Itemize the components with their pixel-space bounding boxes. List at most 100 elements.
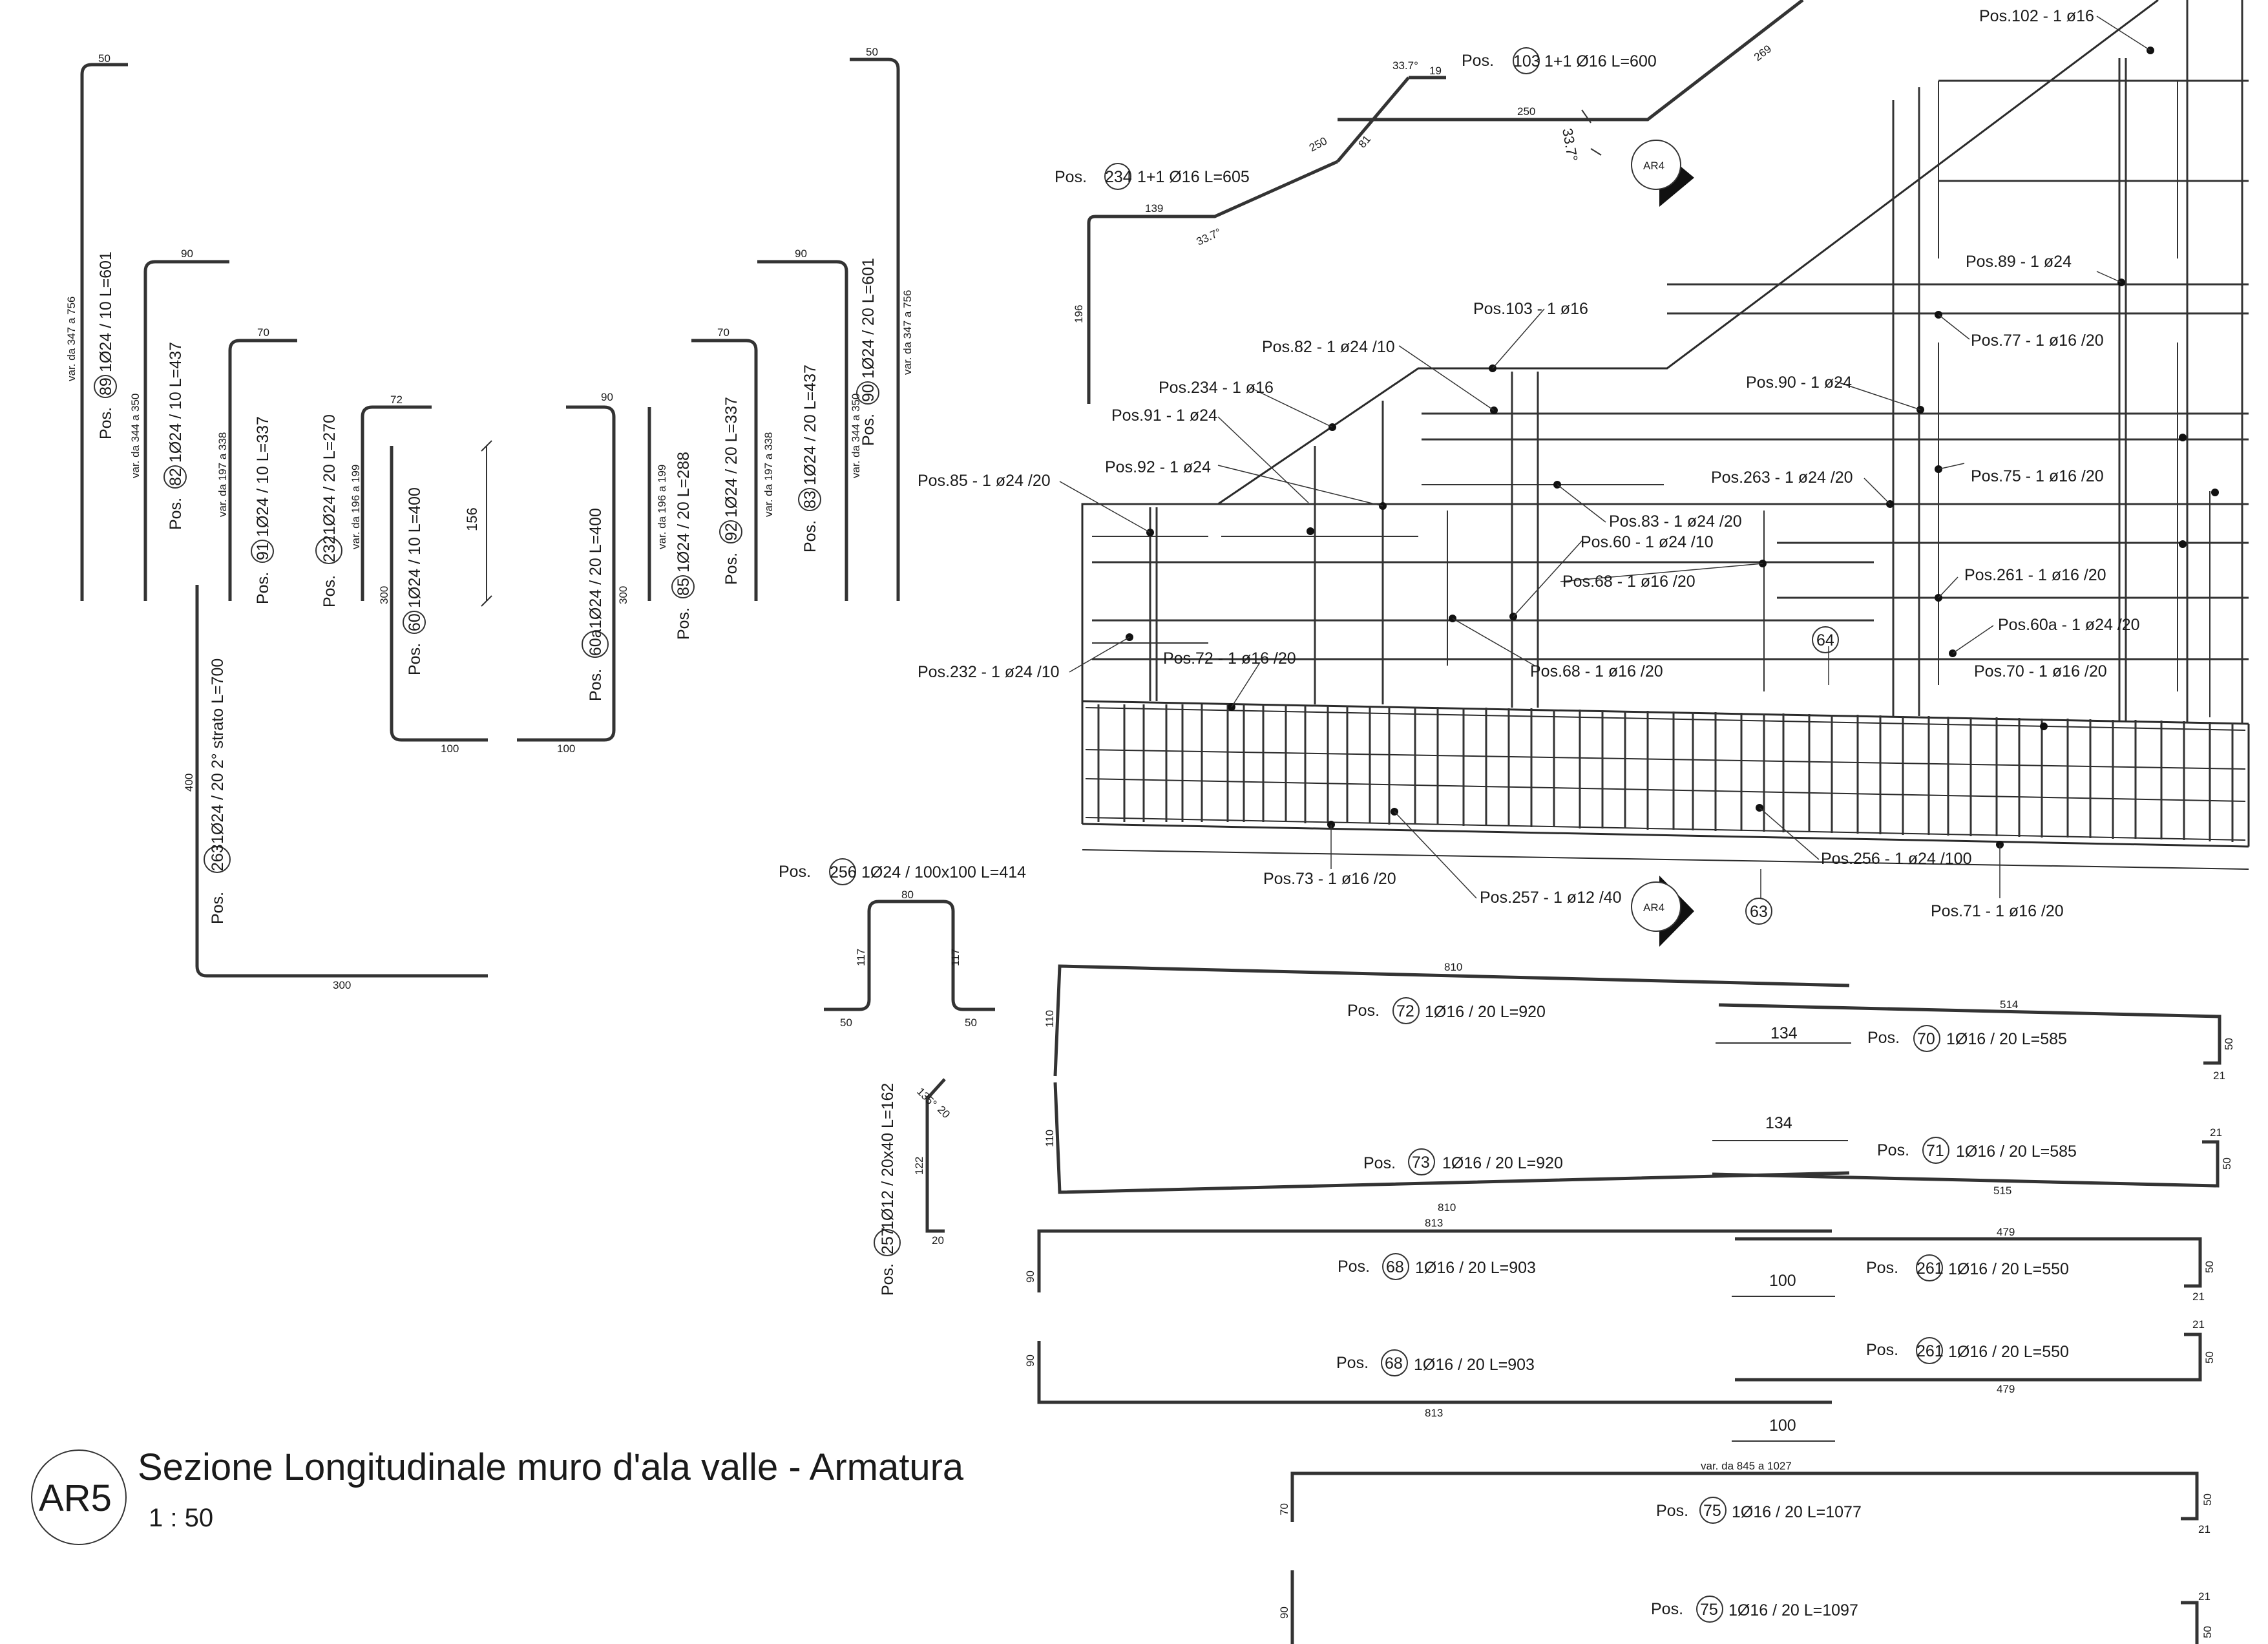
bar-91-var: var. da 197 a 338 — [216, 432, 229, 517]
bar-89-top: 50 — [98, 52, 110, 65]
bar-82-pos: Pos. — [167, 498, 185, 530]
bar-60-shape — [390, 446, 488, 742]
bar-70-pos: Pos. — [1867, 1029, 1900, 1047]
bar-82-top: 90 — [181, 248, 193, 260]
bar-72-num: 72 — [1396, 1002, 1414, 1020]
bar-60-pos: Pos. — [406, 643, 424, 675]
bar-91-desc: 1Ø24 / 10 L=337 — [254, 416, 272, 537]
bar-234-seg-b: 250 — [1307, 134, 1329, 154]
bar-60a-desc: 1Ø24 / 20 L=400 — [587, 508, 605, 629]
bar-234-num: 234 — [1105, 168, 1132, 186]
bar-261b-circle — [1916, 1337, 1943, 1364]
bar-103-desc: 1+1 Ø16 L=600 — [1544, 52, 1657, 70]
bar-91-label: Pos. 91 1Ø24 / 10 L=337 — [251, 416, 274, 604]
bar-75a-var: var. da 845 a 1027 — [1701, 1460, 1792, 1472]
page-title: Sezione Longitudinale muro d'ala valle -… — [138, 1446, 964, 1488]
bar-263-label: Pos. 263 1Ø24 / 20 2° strato L=700 — [204, 659, 231, 924]
bar-103-seg2: 269 — [1752, 43, 1774, 63]
circle-64 — [1812, 626, 1839, 653]
top-bars: 33.7° 19 Pos. 103 1+1 Ø16 L=600 81 250 2… — [1055, 0, 1804, 404]
wall-base-line — [1082, 700, 2249, 725]
sec-label-60: Pos.60 - 1 ø24 /10 — [1580, 533, 1714, 551]
bar-71-hook: 50 — [2221, 1157, 2233, 1170]
bar-70-lap: 134 — [1770, 1024, 1798, 1042]
sec-label-72: Pos.72 - 1 ø16 /20 — [1163, 649, 1296, 668]
bar-92-circle — [719, 520, 742, 543]
angle-tick-1 — [1581, 109, 1591, 123]
bar-89-pos: Pos. — [97, 407, 115, 439]
footing-bar-bottom — [1085, 817, 2246, 841]
bar-75b-pos: Pos. — [1651, 1600, 1683, 1618]
bar-60a-shape — [517, 405, 616, 742]
bar-261b-hook: 50 — [2203, 1351, 2216, 1364]
sec-label-68a: Pos.68 - 1 ø16 /20 — [1562, 573, 1696, 591]
bar-85-desc: 1Ø24 / 20 L=288 — [675, 452, 693, 573]
bar-71-desc: 1Ø16 / 20 L=585 — [1956, 1143, 2077, 1161]
horizontal-bar-shapes: 810 110 Pos. 72 1Ø16 / 20 L=920 514 50 2… — [1024, 961, 2235, 1644]
bar-261a-tail: 21 — [2192, 1291, 2205, 1303]
bar-85-circle — [671, 575, 695, 598]
bar-91-num: 91 — [254, 542, 272, 560]
title-badge-circle — [31, 1449, 127, 1545]
bar-83-top: 90 — [795, 248, 807, 260]
bar-68b-desc: 1Ø16 / 20 L=903 — [1414, 1356, 1535, 1374]
bar-261b-pos: Pos. — [1866, 1341, 1898, 1359]
bar-71-num: 71 — [1926, 1142, 1944, 1160]
bar-85-label: Pos. 85 1Ø24 / 20 L=288 — [671, 452, 695, 640]
bar-89-circle — [94, 375, 117, 398]
bar-261b-desc: 1Ø16 / 20 L=550 — [1948, 1343, 2069, 1361]
bar-60a-bottom: 100 — [557, 743, 575, 755]
bar-60-desc: 1Ø24 / 10 L=400 — [406, 487, 424, 608]
bar-60a-label: Pos. 60a 1Ø24 / 20 L=400 — [582, 508, 609, 701]
bar-72-desc: 1Ø16 / 20 L=920 — [1425, 1003, 1546, 1021]
bar-261a-circle — [1916, 1254, 1943, 1281]
bar-70-hook: 50 — [2223, 1038, 2235, 1050]
bar-232-pos: Pos. — [320, 575, 339, 607]
sec-label-257: Pos.257 - 1 ø12 /40 — [1480, 889, 1622, 907]
bar-256-b2: 50 — [965, 1017, 977, 1029]
bar-68b-circle — [1381, 1349, 1408, 1376]
bar-75a-circle — [1699, 1497, 1727, 1524]
bar-90-circle — [856, 381, 879, 405]
bar-60a-num: 60a — [587, 629, 605, 656]
bar-103-num: 103 — [1513, 52, 1540, 70]
bar-234-shape — [1087, 160, 1339, 404]
bar-103-pos: Pos. — [1462, 52, 1494, 70]
wall-horizontal-bars — [1092, 79, 2249, 660]
bar-232-label: Pos. 232 1Ø24 / 20 L=270 — [315, 414, 342, 607]
bar-85-var: var. da 196 a 199 — [656, 465, 668, 549]
bar-91-circle — [251, 540, 274, 563]
bar-68b-pos: Pos. — [1336, 1354, 1369, 1372]
bar-261a-len: 479 — [1997, 1226, 2015, 1238]
sec-label-234: Pos.234 - 1 ø16 — [1159, 379, 1274, 397]
bar-71-shape — [1712, 1140, 2220, 1188]
bar-68a-shape — [1037, 1229, 1832, 1292]
bar-60-num: 60 — [406, 613, 424, 631]
bar-82-var: var. da 344 a 350 — [129, 394, 142, 478]
bar-60a-circle — [582, 631, 609, 658]
bar-232-var: var. da 196 a 199 — [350, 465, 362, 549]
bar-82-desc: 1Ø24 / 10 L=437 — [167, 342, 185, 463]
bar-92-shape — [691, 339, 758, 601]
bar-257-desc: 1Ø12 / 20x40 L=162 — [879, 1083, 897, 1230]
wall-dim-lines — [1092, 81, 2210, 717]
sec-label-68b: Pos.68 - 1 ø16 /20 — [1530, 662, 1663, 680]
bar-256-num: 256 — [830, 863, 857, 881]
sec-label-73: Pos.73 - 1 ø16 /20 — [1263, 870, 1396, 888]
bar-83-label: Pos. 83 1Ø24 / 20 L=437 — [798, 364, 821, 553]
sec-label-92: Pos.92 - 1 ø24 — [1105, 458, 1211, 476]
bar-68a-h: 90 — [1024, 1270, 1036, 1283]
bar-72-h: 110 — [1044, 1010, 1056, 1028]
bar-256-h2: 117 — [949, 949, 961, 966]
leader-lines — [1059, 16, 2151, 899]
bar-91-pos: Pos. — [254, 572, 272, 604]
bar-263-num: 263 — [209, 844, 227, 871]
bar-72-circle — [1392, 997, 1420, 1024]
bar-261a-desc: 1Ø16 / 20 L=550 — [1948, 1260, 2069, 1278]
bar-70-desc: 1Ø16 / 20 L=585 — [1946, 1030, 2067, 1048]
bar-257-group: 135° 20 122 20 Pos. 257 1Ø12 / 20x40 L=1… — [874, 1078, 952, 1296]
bar-70-circle — [1913, 1025, 1940, 1052]
bar-73-circle — [1408, 1148, 1435, 1175]
bar-256-group: Pos. 256 1Ø24 / 100x100 L=414 80 117 117… — [779, 858, 1026, 1029]
